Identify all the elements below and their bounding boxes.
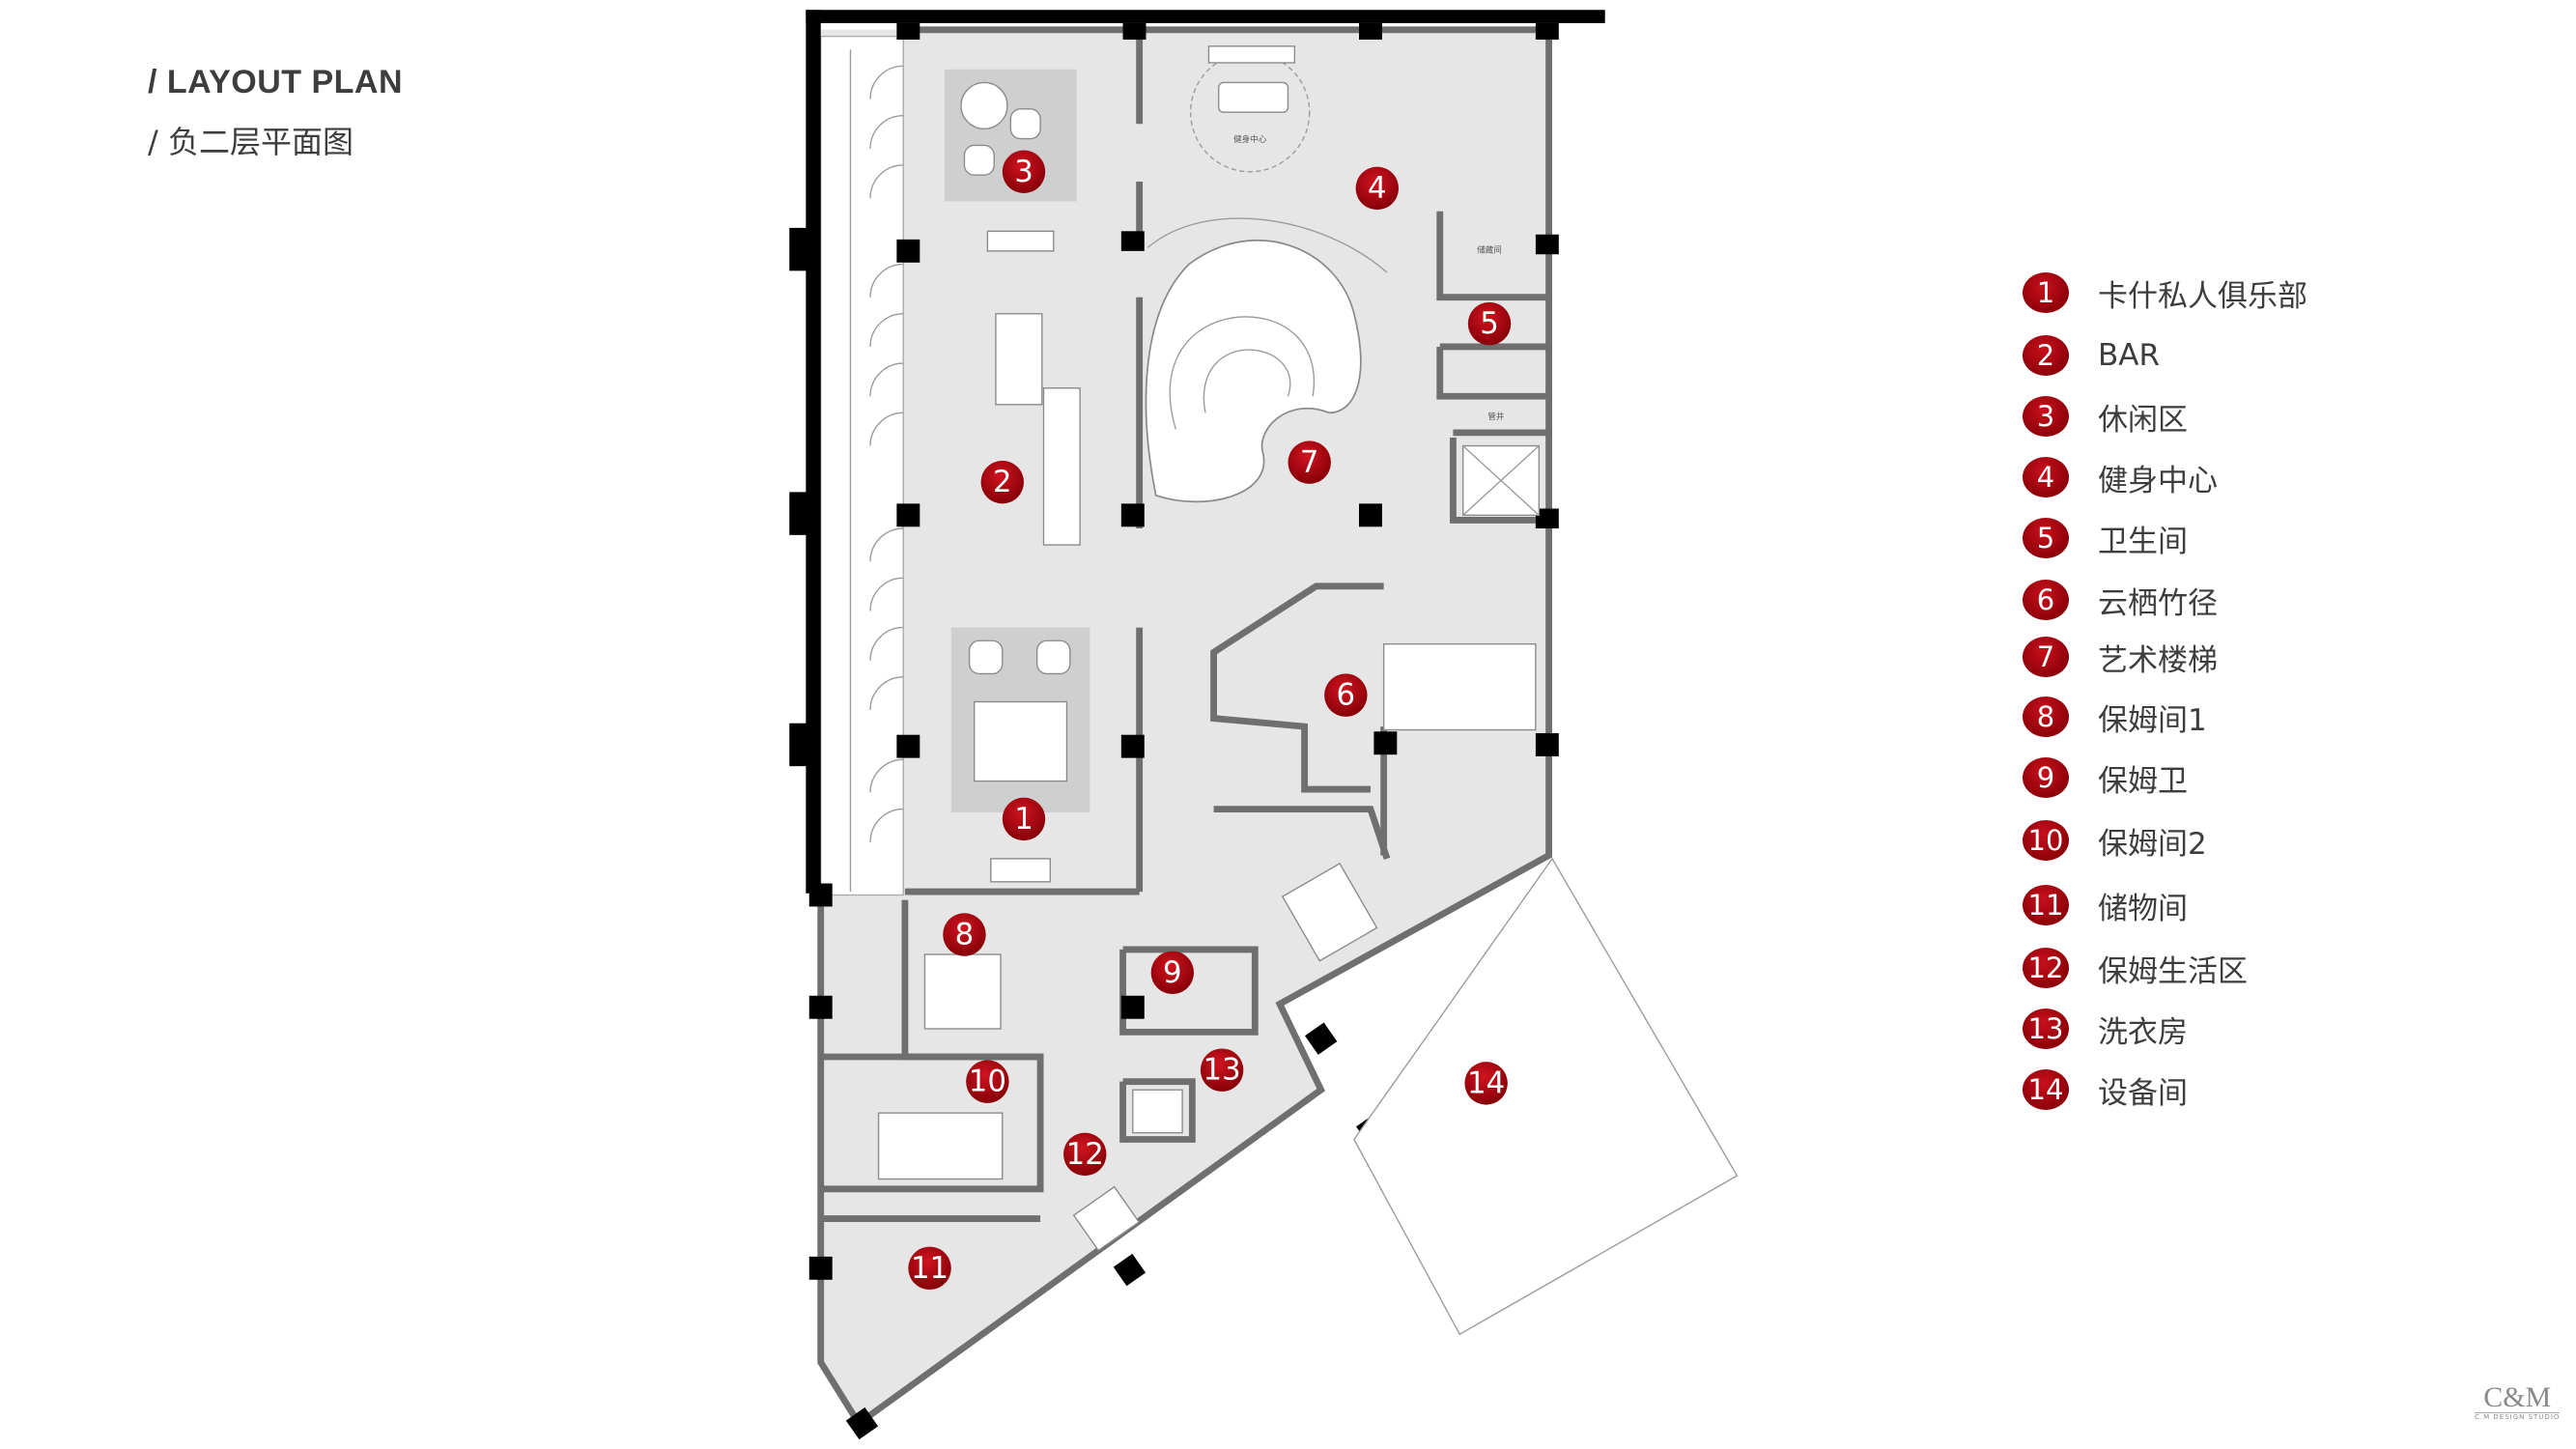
legend-item: 8 保姆间1 xyxy=(2023,693,2409,741)
legend-label: 储物间 xyxy=(2098,891,2188,926)
room-marker-14: 14 xyxy=(1464,1062,1508,1105)
svg-text:10: 10 xyxy=(969,1065,1006,1099)
equipment-room xyxy=(1353,857,1739,1336)
room-tags: 健身中心 储藏间 管井 xyxy=(1233,133,1505,422)
svg-text:3: 3 xyxy=(1014,155,1033,189)
legend-label: 卡什私人俱乐部 xyxy=(2098,278,2307,314)
art-staircase xyxy=(1145,217,1388,503)
room-marker-13: 13 xyxy=(1200,1048,1244,1092)
logo-mark: C&M xyxy=(2483,1381,2552,1413)
legend-label: 卫生间 xyxy=(2098,524,2188,559)
legend-number: 10 xyxy=(2023,820,2069,861)
legend-label: BAR xyxy=(2098,338,2161,373)
legend-number: 5 xyxy=(2023,518,2069,558)
svg-text:14: 14 xyxy=(1467,1065,1505,1100)
svg-text:5: 5 xyxy=(1480,306,1499,341)
studio-logo: C&M C.M DESIGN STUDIO xyxy=(2475,1381,2561,1421)
columns xyxy=(808,22,1559,1440)
outer-walls xyxy=(789,10,1605,894)
door-arcs xyxy=(849,49,904,893)
room-marker-4: 4 xyxy=(1355,166,1400,211)
legend-label: 保姆间1 xyxy=(2098,702,2207,738)
legend-item: 4 健身中心 xyxy=(2023,453,2409,501)
legend-item: 6 云栖竹径 xyxy=(2023,576,2409,624)
legend-label: 设备间 xyxy=(2098,1075,2188,1111)
legend-item: 12 保姆生活区 xyxy=(2023,944,2409,992)
svg-text:8: 8 xyxy=(955,918,975,952)
legend-number: 3 xyxy=(2023,396,2069,437)
svg-text:13: 13 xyxy=(1203,1053,1241,1088)
title-layout-plan: / LAYOUT PLAN xyxy=(148,64,404,100)
room-marker-8: 8 xyxy=(943,913,986,956)
room-marker-1: 1 xyxy=(1002,797,1046,841)
legend-number: 1 xyxy=(2023,272,2069,313)
svg-text:6: 6 xyxy=(1337,678,1356,713)
legend-number: 4 xyxy=(2023,457,2069,497)
legend-number: 7 xyxy=(2023,637,2069,677)
tag-shaft: 管井 xyxy=(1487,411,1505,422)
room-marker-11: 11 xyxy=(908,1246,951,1291)
room-marker-6: 6 xyxy=(1324,673,1368,717)
legend-number: 2 xyxy=(2023,335,2069,376)
room-marker-10: 10 xyxy=(966,1060,1009,1103)
furniture xyxy=(877,45,1739,1336)
svg-text:9: 9 xyxy=(1163,955,1182,990)
legend-item: 10 保姆间2 xyxy=(2023,816,2409,865)
legend-item: 11 储物间 xyxy=(2023,881,2409,929)
legend-label: 艺术楼梯 xyxy=(2098,642,2218,678)
svg-text:1: 1 xyxy=(1014,802,1033,837)
legend-label: 保姆间2 xyxy=(2098,826,2207,862)
room-marker-9: 9 xyxy=(1150,951,1195,995)
legend-number: 14 xyxy=(2023,1069,2069,1110)
svg-text:12: 12 xyxy=(1066,1137,1104,1172)
legend-number: 6 xyxy=(2023,580,2069,620)
legend-item: 1 卡什私人俱乐部 xyxy=(2023,269,2409,317)
logo-subtitle: C.M DESIGN STUDIO xyxy=(2475,1412,2561,1421)
legend-label: 保姆生活区 xyxy=(2098,953,2248,989)
room-marker-2: 2 xyxy=(980,460,1024,504)
tag-fitness: 健身中心 xyxy=(1233,133,1267,145)
legend-item: 14 设备间 xyxy=(2023,1065,2409,1114)
room-marker-7: 7 xyxy=(1288,440,1331,484)
svg-text:7: 7 xyxy=(1300,445,1319,480)
legend-item: 7 艺术楼梯 xyxy=(2023,633,2409,681)
legend-label: 健身中心 xyxy=(2098,463,2218,498)
window-corridor xyxy=(820,35,904,896)
legend-item: 9 保姆卫 xyxy=(2023,753,2409,802)
room-marker-3: 3 xyxy=(1002,150,1046,193)
title-floor-plan-cn: / 负二层平面图 xyxy=(148,124,354,160)
legend-number: 8 xyxy=(2023,696,2069,737)
svg-text:2: 2 xyxy=(993,465,1012,499)
legend-item: 5 卫生间 xyxy=(2023,514,2409,562)
legend-label: 保姆卫 xyxy=(2098,763,2188,799)
legend-item: 3 休闲区 xyxy=(2023,392,2409,440)
tag-storage: 储藏间 xyxy=(1477,244,1502,256)
legend-number: 13 xyxy=(2023,1009,2069,1049)
legend-number: 12 xyxy=(2023,948,2069,988)
legend-item: 2 BAR xyxy=(2023,331,2409,380)
svg-text:4: 4 xyxy=(1368,171,1387,206)
svg-text:11: 11 xyxy=(911,1251,948,1286)
legend-label: 休闲区 xyxy=(2098,402,2188,438)
legend-item: 13 洗衣房 xyxy=(2023,1005,2409,1053)
legend-label: 云栖竹径 xyxy=(2098,585,2218,621)
legend-number: 11 xyxy=(2023,885,2069,925)
legend-label: 洗衣房 xyxy=(2098,1014,2188,1050)
room-marker-5: 5 xyxy=(1467,301,1512,346)
room-marker-12: 12 xyxy=(1063,1132,1107,1177)
legend-number: 9 xyxy=(2023,757,2069,798)
